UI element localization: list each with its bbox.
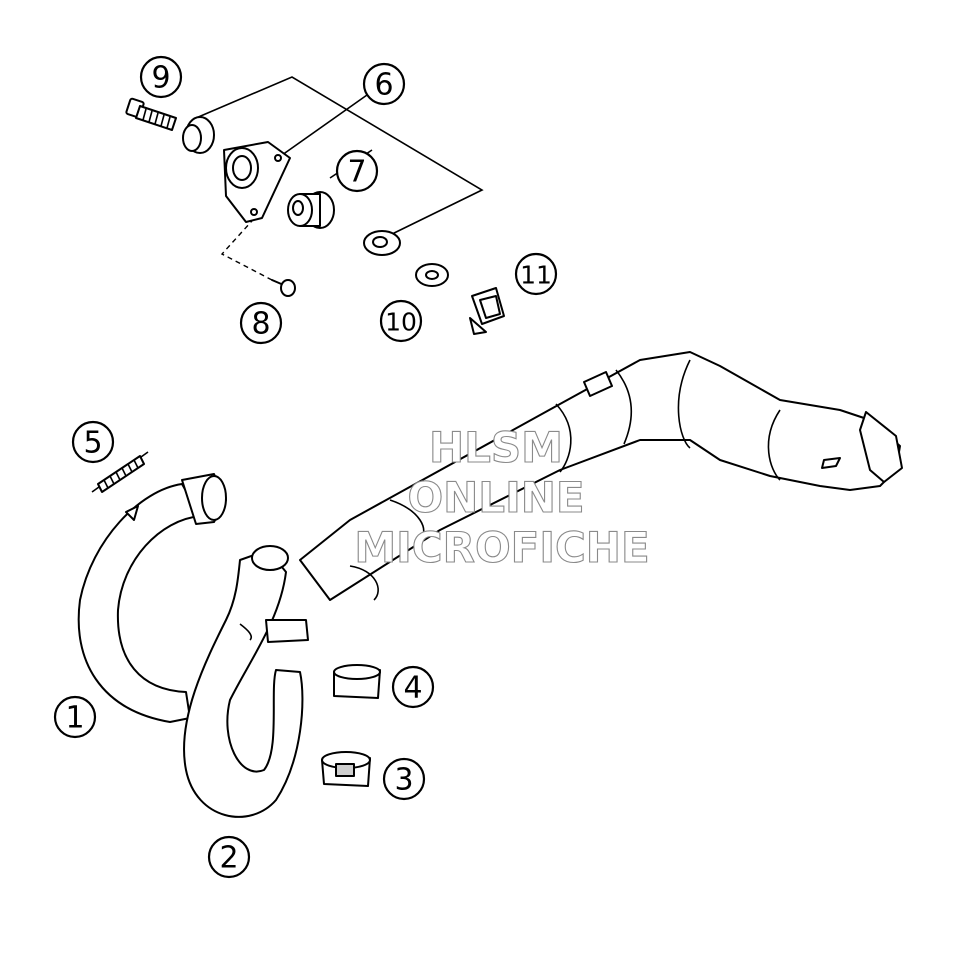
callout-6: 6	[362, 62, 406, 106]
callout-10: 10	[379, 299, 423, 343]
callout-5-label: 5	[83, 426, 102, 461]
callout-10-label: 10	[385, 308, 417, 337]
watermark-line-3: MICROFICHE	[354, 523, 649, 572]
callout-3: 3	[382, 757, 426, 801]
part-8-screw	[271, 279, 296, 297]
part-11-clip-nut	[469, 287, 505, 335]
part-9-bolt	[125, 97, 177, 131]
part-7-grommet-middle	[287, 191, 335, 229]
callout-8-label: 8	[251, 307, 270, 342]
callout-9: 9	[139, 55, 183, 99]
part-10-washer	[415, 263, 449, 287]
part-7-washer-lower	[363, 230, 401, 256]
callout-11-label: 11	[520, 261, 552, 290]
watermark: HLSM ONLINE MICROFICHE	[354, 422, 650, 572]
part-5-spring	[91, 451, 149, 493]
watermark-line-2: ONLINE	[407, 473, 584, 522]
watermark-line-1: HLSM	[429, 423, 563, 472]
part-7-grommet-upper	[182, 116, 215, 154]
callout-2-label: 2	[219, 841, 238, 876]
callout-6-label: 6	[374, 68, 393, 103]
part-3-clamp	[321, 751, 371, 787]
callout-4: 4	[391, 665, 435, 709]
silencer-body	[299, 351, 903, 601]
callout-4-label: 4	[403, 671, 422, 706]
part-4-sleeve	[333, 664, 381, 699]
part-6-bracket	[223, 141, 291, 223]
callout-1: 1	[53, 695, 97, 739]
callout-3-label: 3	[394, 763, 413, 798]
callout-9-label: 9	[151, 61, 170, 96]
callout-5: 5	[71, 420, 115, 464]
callout-2: 2	[207, 835, 251, 879]
callout-11: 11	[514, 252, 558, 296]
part-1-header-pipe	[77, 473, 227, 723]
part-2-header-pipe	[183, 545, 309, 818]
callout-7-label: 7	[347, 155, 366, 190]
callout-7: 7	[335, 149, 379, 193]
callout-8: 8	[239, 301, 283, 345]
callout-1-label: 1	[65, 701, 84, 736]
